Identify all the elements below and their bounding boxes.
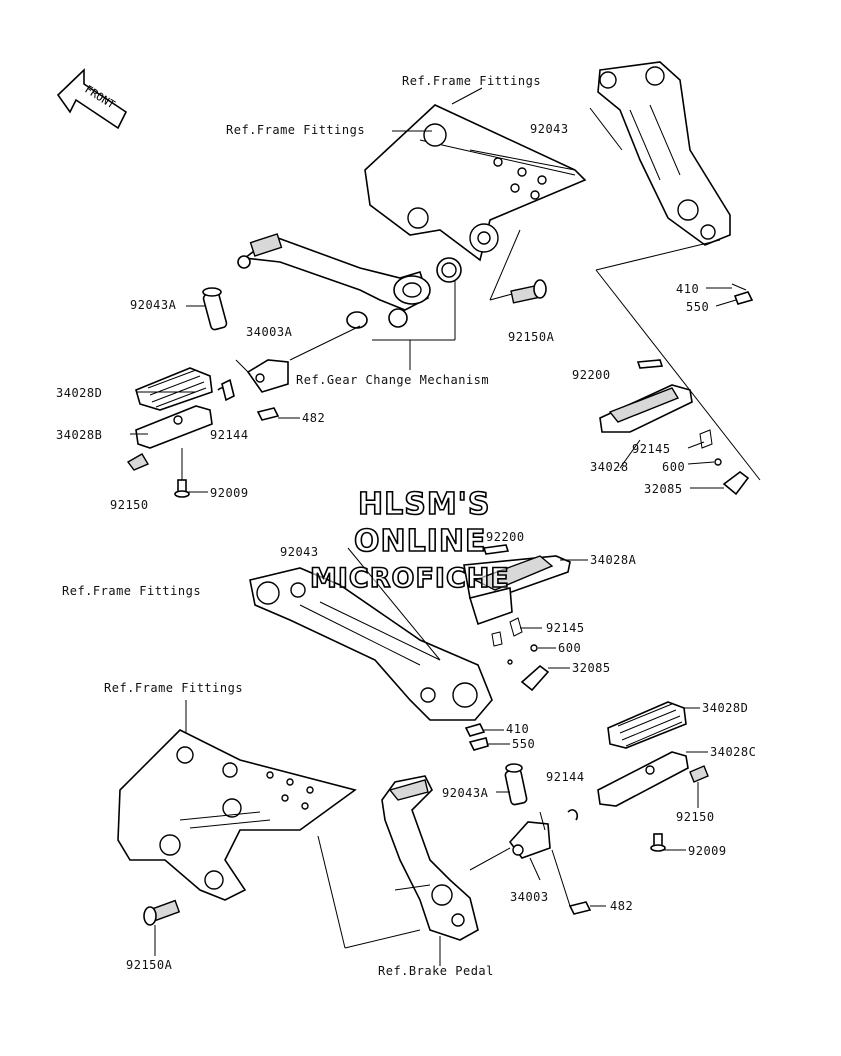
label-ref-frame-fittings-2: Ref.Frame Fittings [226, 123, 366, 137]
label-92043-mid: 92043 [280, 545, 319, 559]
spring-92145-mid [509, 617, 523, 637]
label-600-mid: 600 [558, 641, 582, 655]
label-92043a-left: 92043A [130, 298, 177, 312]
washer-550-mid [468, 737, 489, 751]
ball-600-right [714, 458, 722, 466]
label-550-right: 550 [686, 300, 710, 314]
label-32085-right: 32085 [644, 482, 683, 496]
label-482-left: 482 [302, 411, 326, 425]
label-92150-left: 92150 [110, 498, 149, 512]
bolt-92150a-top [510, 279, 547, 304]
label-34028d-left: 34028D [56, 386, 103, 400]
label-92043a-bottom: 92043A [442, 786, 489, 800]
label-34028c: 34028C [710, 745, 757, 759]
washer-92200-right [636, 359, 664, 369]
pin-482-left [256, 407, 280, 421]
shift-lever [237, 233, 431, 328]
watermark-line1: HLSM'S [357, 486, 491, 523]
label-34003a: 34003A [246, 325, 293, 339]
spring-32085-mid [520, 664, 550, 692]
footpeg-34028a [463, 555, 571, 626]
label-92200-right: 92200 [572, 368, 611, 382]
nut-92150-right [689, 765, 709, 783]
bolt-92150a-bottom [143, 899, 181, 926]
label-92009-left: 92009 [210, 486, 249, 500]
watermark-line3: MICROFICHE [309, 562, 510, 595]
holder-34003a [246, 359, 289, 393]
label-92150a-bottom: 92150A [126, 958, 173, 972]
label-410-mid: 410 [506, 722, 530, 736]
bolt-92009-left [174, 479, 190, 498]
label-92009-right: 92009 [688, 844, 727, 858]
footpeg-rubber-left [135, 367, 213, 411]
upper-left-bracket [364, 104, 587, 262]
label-92144-left: 92144 [210, 428, 249, 442]
label-92150-right: 92150 [676, 810, 715, 824]
pin-92043-mid [347, 547, 441, 661]
label-32085-mid: 32085 [572, 661, 611, 675]
label-92200-mid: 92200 [486, 530, 525, 544]
bushing-left [346, 311, 368, 329]
label-410-right: 410 [676, 282, 700, 296]
front-arrow-icon: FRONT [56, 68, 128, 130]
spring-92145-right [699, 429, 713, 449]
holder-34003 [508, 821, 551, 859]
label-ref-frame-fittings-bottom: Ref.Frame Fittings [104, 681, 244, 695]
label-34003: 34003 [510, 890, 549, 904]
label-92145-mid: 92145 [546, 621, 585, 635]
label-482-bottom: 482 [610, 899, 634, 913]
pin-92043a-bottom [504, 763, 528, 806]
brake-pedal [381, 775, 479, 941]
spring-32085-right [722, 471, 750, 496]
leader-lines [130, 87, 761, 966]
nut-92150-left [126, 453, 150, 471]
label-34028a: 34028A [590, 553, 637, 567]
label-ref-brake-pedal: Ref.Brake Pedal [378, 964, 494, 978]
label-92043-top: 92043 [530, 122, 569, 136]
washer-410-mid [464, 723, 486, 737]
label-600-right: 600 [662, 460, 686, 474]
footpeg-34028b [135, 405, 213, 449]
washer-550-right [733, 291, 754, 305]
label-34028: 34028 [590, 460, 629, 474]
label-ref-frame-fittings-top: Ref.Frame Fittings [402, 74, 542, 88]
pin-92043a-left [202, 287, 228, 331]
footpeg-34028 [599, 384, 693, 433]
watermark-line2: ONLINE [353, 523, 487, 560]
middle-rear-bracket [249, 567, 493, 721]
bolt-92009-right [650, 833, 666, 852]
label-34028b: 34028B [56, 428, 103, 442]
pin-482-bottom [568, 901, 592, 915]
label-92145-right: 92145 [632, 442, 671, 456]
footpeg-rubber-right [607, 701, 687, 749]
footpeg-34028c [597, 751, 689, 807]
washer-92200-mid [482, 544, 510, 555]
lower-left-bracket [117, 729, 357, 901]
label-92150a-top: 92150A [508, 330, 555, 344]
ball-600-mid [530, 644, 538, 652]
upper-right-bracket [597, 61, 731, 246]
label-550-mid: 550 [512, 737, 536, 751]
pin-92043-right [589, 107, 623, 151]
spring-92144-bottom [567, 809, 579, 821]
label-ref-gear-change: Ref.Gear Change Mechanism [296, 373, 490, 387]
label-34028d-right: 34028D [702, 701, 749, 715]
label-ref-frame-fittings-mid: Ref.Frame Fittings [62, 584, 202, 598]
label-92144-bottom: 92144 [546, 770, 585, 784]
